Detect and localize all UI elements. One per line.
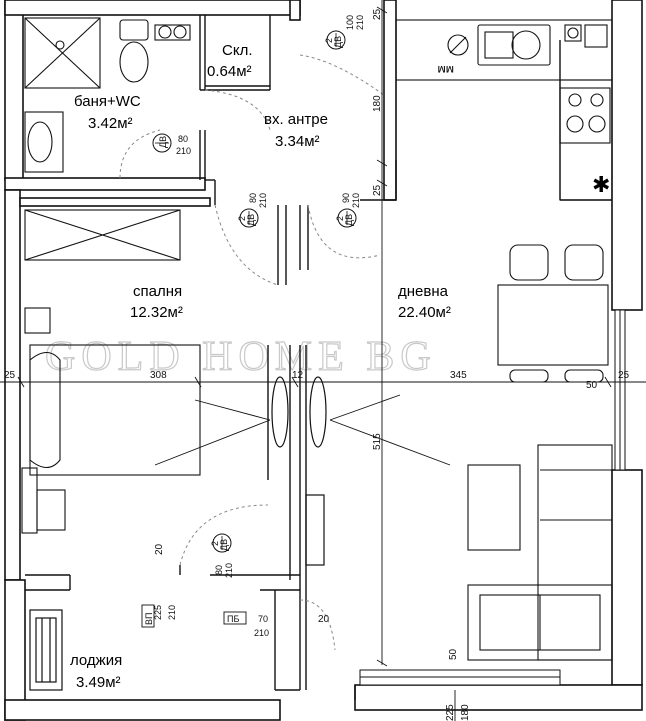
stove — [559, 87, 611, 144]
dim-left-25: 25 — [4, 370, 16, 381]
dim-v-515: 515 — [372, 433, 383, 450]
room-name-living: дневна — [398, 283, 449, 300]
bedroom-furniture — [21, 209, 201, 534]
svg-text:2: 2 — [335, 216, 345, 221]
room-name-bath: баня+WC — [74, 93, 141, 110]
svg-text:225: 225 — [153, 605, 163, 620]
sofa — [537, 444, 613, 661]
room-area-hall: 3.34м² — [275, 133, 320, 150]
living-furniture — [467, 444, 613, 661]
coffee-table — [467, 464, 521, 551]
door-tag-loggia: ДВ 2 80 210 — [210, 533, 234, 578]
room-name-storage: Скл. — [222, 42, 252, 59]
walls — [4, 0, 643, 721]
room-area-living: 22.40м² — [398, 304, 451, 321]
watermark: GOLD HOME BG — [45, 334, 437, 380]
svg-text:ДВ: ДВ — [158, 136, 168, 148]
svg-text:210: 210 — [351, 193, 361, 208]
svg-text:80: 80 — [248, 193, 258, 203]
dim-bot-50: 50 — [448, 648, 459, 660]
dim-bot-225: 225 — [445, 704, 456, 721]
dim-top-25: 25 — [372, 8, 383, 20]
svg-text:80: 80 — [214, 565, 224, 575]
boiler — [154, 24, 191, 41]
svg-text:90: 90 — [341, 193, 351, 203]
door-swings — [119, 54, 385, 651]
svg-text:ДВ: ДВ — [344, 214, 354, 226]
svg-text:210: 210 — [224, 563, 234, 578]
dim-mid-25: 25 — [372, 184, 383, 196]
svg-text:2: 2 — [324, 38, 334, 43]
svg-text:2: 2 — [210, 541, 220, 546]
shower-tray — [24, 17, 101, 89]
svg-text:ДВ: ДВ — [219, 539, 229, 551]
svg-text:210: 210 — [258, 193, 268, 208]
svg-text:ДВ: ДВ — [246, 214, 256, 226]
svg-text:70: 70 — [258, 614, 268, 624]
door-tag-pb: ПБ 70 210 — [223, 611, 269, 638]
door-tag-vp: ВП 225 210 — [141, 604, 177, 628]
kitchen-fixtures — [395, 19, 613, 201]
tv-guides — [154, 394, 451, 466]
room-name-bedroom: спалня — [133, 283, 182, 300]
svg-text:ДВ: ДВ — [333, 36, 343, 48]
door-tag-storage: ДВ 2 100 210 — [324, 15, 365, 50]
radiator-bed — [21, 467, 38, 534]
wardrobe — [24, 209, 181, 261]
dim-loggia-20: 20 — [154, 543, 165, 555]
windows — [359, 309, 626, 686]
loggia-fixtures — [29, 609, 63, 691]
svg-text:210: 210 — [167, 605, 177, 620]
dishwasher-label: мм — [438, 63, 455, 77]
bath-fixtures — [24, 17, 191, 173]
room-area-bath: 3.42м² — [88, 115, 133, 132]
dim-mid-12: 12 — [292, 370, 304, 381]
svg-text:100: 100 — [345, 15, 355, 30]
dim-right-50: 50 — [586, 380, 598, 391]
door-tag-bed: ДВ 2 80 210 — [237, 193, 268, 228]
sink — [477, 24, 551, 66]
svg-text:2: 2 — [237, 216, 247, 221]
washbasin — [24, 111, 64, 173]
room-area-storage: 0.64м² — [207, 63, 252, 80]
dim-liv-345: 345 — [450, 370, 467, 381]
svg-text:210: 210 — [355, 15, 365, 30]
room-name-hall: вх. антре — [264, 111, 328, 128]
dim-v-180: 180 — [372, 95, 383, 112]
door-tag-living: ДВ 2 90 210 — [335, 193, 361, 228]
sliding-doors — [271, 376, 327, 566]
room-name-loggia: лоджия — [70, 652, 122, 669]
dining-set — [497, 244, 609, 383]
room-area-loggia: 3.49м² — [76, 674, 121, 691]
svg-text:80: 80 — [178, 134, 188, 144]
dim-bed-308: 308 — [150, 370, 167, 381]
dim-pb-20: 20 — [318, 614, 330, 625]
svg-text:ВП: ВП — [144, 613, 154, 625]
svg-text:210: 210 — [176, 146, 191, 156]
svg-text:ПБ: ПБ — [227, 614, 239, 624]
door-tag-bath: ДВ 80 210 — [152, 133, 191, 156]
fridge-icon: ✱ — [592, 172, 610, 197]
dim-bot-180: 180 — [460, 704, 471, 721]
toilet — [119, 19, 149, 41]
svg-text:210: 210 — [254, 628, 269, 638]
dim-right-25: 25 — [618, 370, 630, 381]
room-area-bedroom: 12.32м² — [130, 304, 183, 321]
